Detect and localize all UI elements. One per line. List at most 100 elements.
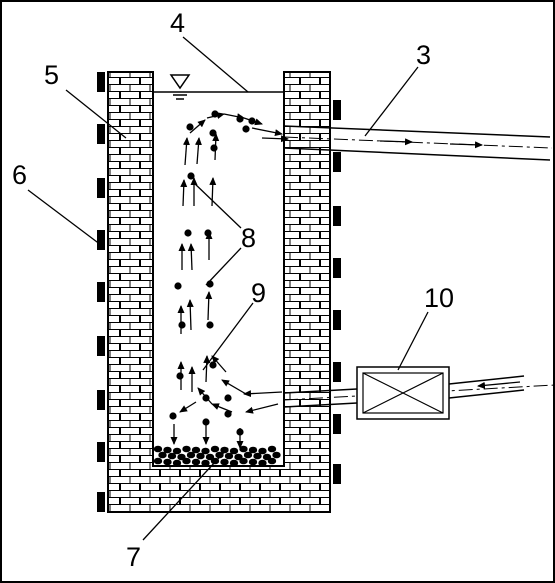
settled-particle bbox=[239, 457, 248, 465]
wall-plate bbox=[97, 390, 105, 410]
settled-particle bbox=[229, 459, 239, 467]
settled-particle bbox=[267, 457, 277, 465]
left-wall-plates bbox=[97, 72, 105, 512]
particle bbox=[236, 115, 244, 123]
settled-particle bbox=[229, 447, 239, 455]
label-7: 7 bbox=[126, 542, 141, 572]
particle bbox=[242, 125, 250, 133]
settled-particle bbox=[215, 451, 224, 459]
settled-particle bbox=[258, 459, 267, 467]
settled-particle bbox=[267, 445, 277, 453]
water-level-triangle-icon bbox=[169, 74, 191, 100]
airflow-arrow bbox=[180, 179, 188, 207]
particle bbox=[224, 410, 232, 418]
wall-plate bbox=[333, 414, 341, 434]
wall-plate bbox=[97, 124, 105, 144]
airflow-arrow bbox=[251, 127, 283, 137]
particle bbox=[176, 372, 184, 380]
wall-plate bbox=[97, 442, 105, 462]
airflow-arrow bbox=[179, 401, 197, 413]
particle bbox=[202, 418, 210, 426]
airflow-arrow bbox=[211, 355, 227, 373]
airflow-arrows bbox=[170, 112, 289, 449]
settled-particle bbox=[163, 446, 172, 454]
right-wall-plates bbox=[333, 100, 341, 484]
leader-lines bbox=[27, 36, 429, 541]
settled-particle bbox=[248, 446, 258, 454]
settled-particle bbox=[258, 447, 267, 455]
wall-plate bbox=[333, 362, 341, 382]
settled-particle bbox=[182, 445, 191, 453]
label-6: 6 bbox=[12, 160, 27, 190]
settled-particle bbox=[182, 457, 191, 465]
wall-plate bbox=[97, 72, 105, 92]
settled-particle bbox=[172, 459, 182, 467]
particle bbox=[186, 123, 194, 131]
settled-particle bbox=[210, 445, 220, 453]
settled-particle bbox=[163, 458, 172, 466]
settled-particle bbox=[153, 445, 163, 453]
particle bbox=[236, 428, 244, 436]
rising-particles bbox=[169, 110, 256, 436]
airflow-arrow bbox=[243, 390, 283, 398]
particle bbox=[184, 229, 192, 237]
particle bbox=[211, 110, 219, 118]
airflow-arrow bbox=[182, 137, 190, 166]
settled-particles bbox=[153, 445, 281, 467]
particle bbox=[206, 321, 214, 329]
wall-plate bbox=[97, 492, 105, 512]
particle bbox=[209, 361, 217, 369]
settled-particle bbox=[201, 459, 210, 467]
label-9: 9 bbox=[251, 278, 266, 308]
particle bbox=[248, 117, 256, 125]
label-3: 3 bbox=[416, 40, 431, 70]
settled-particle bbox=[158, 451, 167, 459]
wall-plate bbox=[333, 310, 341, 330]
wall-plate bbox=[97, 178, 105, 198]
settled-particle bbox=[248, 458, 258, 466]
particle bbox=[187, 172, 195, 180]
label-5: 5 bbox=[44, 60, 59, 90]
airflow-arrow bbox=[221, 379, 247, 395]
wall-plate bbox=[97, 282, 105, 302]
wall-plate bbox=[97, 336, 105, 356]
airflow-arrow bbox=[209, 177, 217, 207]
airflow-arrow bbox=[261, 135, 289, 143]
settled-particle bbox=[253, 452, 262, 460]
settled-particle bbox=[167, 452, 177, 460]
particle bbox=[224, 394, 232, 402]
settled-particle bbox=[153, 457, 163, 465]
particle bbox=[169, 412, 177, 420]
particle bbox=[202, 394, 210, 402]
particle bbox=[178, 321, 186, 329]
settled-particle bbox=[243, 451, 253, 459]
settled-particle bbox=[172, 447, 182, 455]
exhaust-pipe bbox=[283, 125, 553, 161]
particle bbox=[174, 282, 182, 290]
settled-particle bbox=[224, 452, 234, 460]
settled-particle bbox=[191, 446, 201, 454]
wall-plate bbox=[333, 100, 341, 120]
airflow-arrow bbox=[189, 119, 206, 134]
airflow-arrow bbox=[205, 291, 213, 321]
label-4: 4 bbox=[170, 8, 185, 38]
settled-particle bbox=[186, 451, 196, 459]
settled-particle bbox=[201, 447, 210, 455]
settled-particle bbox=[239, 445, 248, 453]
label-10: 10 bbox=[424, 283, 454, 313]
particle bbox=[209, 129, 217, 137]
settled-particle bbox=[220, 446, 229, 454]
label-8: 8 bbox=[241, 223, 256, 253]
settled-particle bbox=[220, 458, 229, 466]
wall-plate bbox=[333, 258, 341, 278]
particle bbox=[204, 229, 212, 237]
furnace-walls bbox=[107, 71, 331, 513]
fan-box-icon bbox=[356, 366, 450, 420]
airflow-arrow bbox=[186, 299, 194, 331]
airflow-arrow bbox=[203, 355, 211, 383]
settled-particle bbox=[196, 452, 205, 460]
wall-plate bbox=[333, 152, 341, 172]
